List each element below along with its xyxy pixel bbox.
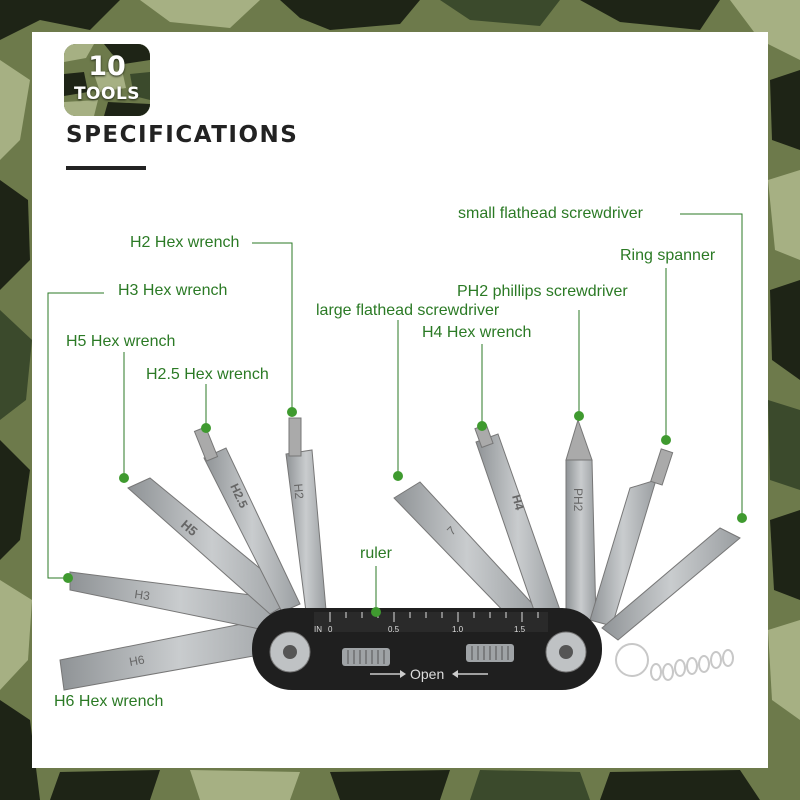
ruler-strip — [314, 612, 548, 632]
engraving-h4: H4 — [509, 493, 527, 512]
callout-dot-small-flathead — [737, 513, 747, 523]
callout-h3: H3 Hex wrench — [118, 282, 228, 299]
ruler-tick-1-0: 1.0 — [452, 625, 464, 634]
callout-ph2: PH2 phillips screwdriver — [457, 283, 628, 300]
callout-dot-h3 — [63, 573, 73, 583]
ring-spanner-tip — [650, 448, 674, 486]
h2-tip — [288, 417, 302, 457]
engraving-h2: H2 — [291, 483, 306, 500]
callout-h2: H2 Hex wrench — [130, 234, 240, 251]
ruler-tick-1-5: 1.5 — [514, 625, 526, 634]
ruler-tick-0-5: 0.5 — [388, 625, 400, 634]
callout-dot-ruler — [371, 607, 381, 617]
callout-h2-5: H2.5 Hex wrench — [146, 366, 269, 383]
callout-ring-spanner: Ring spanner — [620, 247, 716, 264]
callout-large-flathead: large flathead screwdriver — [316, 302, 500, 319]
callout-ruler: ruler — [360, 545, 393, 562]
leader-h3 — [47, 292, 104, 579]
callout-dot-h5 — [119, 473, 129, 483]
h2-5-tip — [193, 426, 219, 462]
leader-small-flathead — [680, 213, 743, 518]
leader-h2 — [252, 242, 293, 412]
callout-dot-h4 — [477, 421, 487, 431]
engraving-h6: H6 — [128, 652, 146, 669]
callout-dot-ring-spanner — [661, 435, 671, 445]
h2-5-blade — [203, 447, 301, 613]
ph2-blade — [565, 459, 597, 621]
badge-number: 10 — [88, 51, 126, 82]
section-title: SPECIFICATIONS — [66, 122, 299, 148]
keychain — [615, 643, 734, 681]
callout-small-flathead: small flathead screwdriver — [458, 205, 643, 222]
ruler-ticks — [329, 612, 539, 622]
callout-dot-h2 — [287, 407, 297, 417]
open-label: Open — [410, 666, 444, 682]
engraving-ph2: PH2 — [571, 488, 585, 512]
title-underline — [66, 166, 146, 170]
callout-h4: H4 Hex wrench — [422, 324, 532, 341]
tools-count-badge: 10 TOOLS — [64, 44, 150, 116]
callout-dot-large-flathead — [393, 471, 403, 481]
callout-dot-ph2 — [574, 411, 584, 421]
engraving-h3: H3 — [134, 587, 151, 603]
small-flat-blade — [601, 527, 741, 641]
ph2-tip — [565, 418, 593, 461]
badge-camo-pattern — [64, 44, 150, 116]
ruler-tick-0: 0 — [328, 625, 333, 634]
badge-label: TOOLS — [73, 84, 141, 104]
callout-h6: H6 Hex wrench — [54, 693, 164, 710]
callout-dot-h2-5 — [201, 423, 211, 433]
callout-h5: H5 Hex wrench — [66, 333, 176, 350]
ruler-unit: IN — [314, 625, 322, 634]
